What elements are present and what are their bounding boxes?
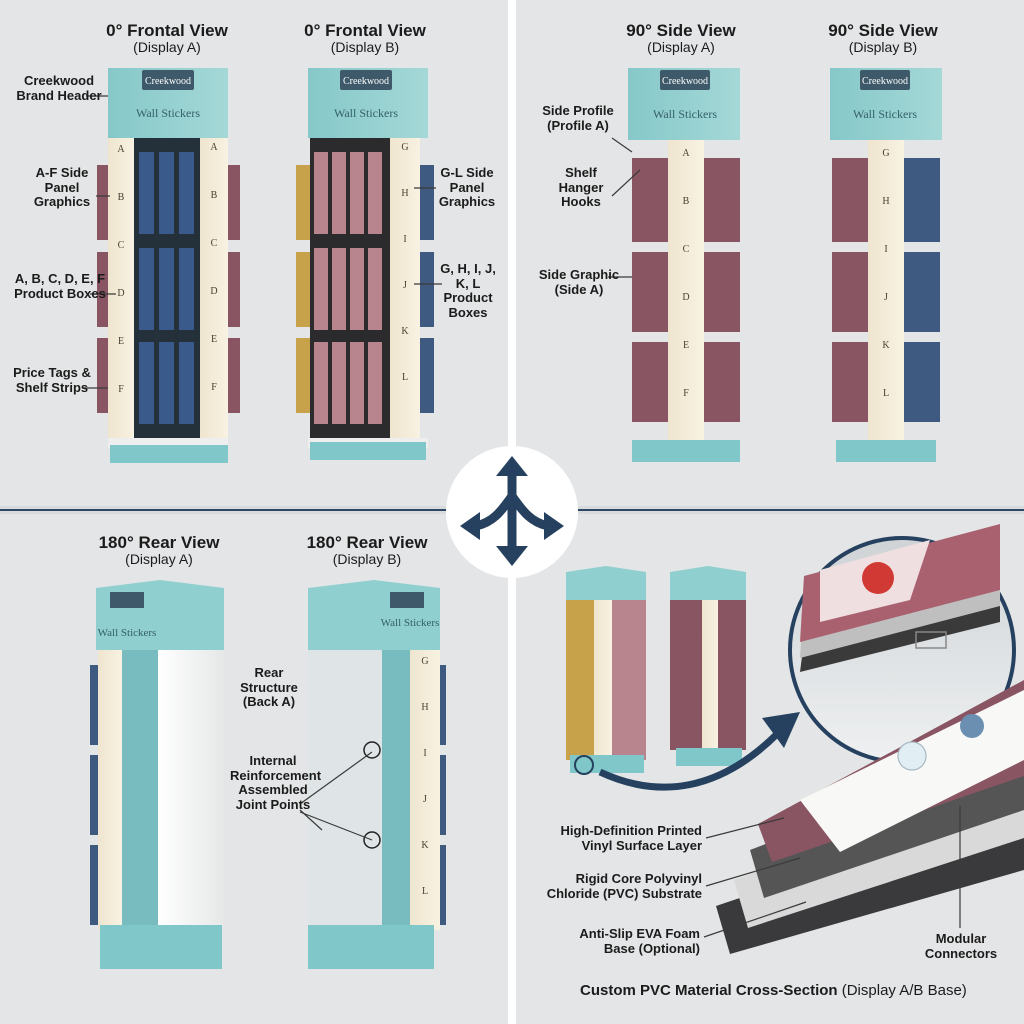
side-a-letter: E [683, 340, 689, 351]
label-connectors: Modular Connectors [924, 931, 998, 961]
title-frontal-b: 0° Frontal View(Display B) [304, 21, 426, 55]
label-pvc-core: Rigid Core Polyvinyl Chloride (PVC) Subs… [546, 871, 702, 901]
frontal-a-left-letter: A [117, 144, 125, 155]
side-b-letter: H [882, 196, 889, 207]
label-brand-header: Creekwood Brand Header [16, 73, 102, 103]
label-price-tags: Price Tags & Shelf Strips [13, 365, 91, 395]
material-layers [716, 680, 1024, 954]
side-b-letter: G [882, 148, 889, 159]
frontal-a-left-letter: B [118, 192, 125, 203]
frontal-b-right-letter: J [403, 280, 407, 291]
label-af-boxes: A, B, C, D, E, F Product Boxes [14, 271, 106, 301]
mini-display-a [566, 566, 646, 775]
mini-display-b [670, 566, 746, 766]
rear-b-letter: G [421, 656, 428, 667]
rear-b-letter: H [421, 702, 428, 713]
frontal-b-right-letter: K [401, 326, 409, 337]
frontal-a-right-letter: D [210, 286, 217, 297]
title-frontal-a: 0° Frontal View(Display A) [106, 21, 228, 55]
frontal-a-right-letter: E [211, 334, 217, 345]
side-a-letter: D [682, 292, 689, 303]
zoom-arrow [598, 732, 779, 791]
side-a-letter: C [683, 244, 690, 255]
svg-text:Wall Stickers: Wall Stickers [853, 107, 917, 121]
cross-section-caption: Custom PVC Material Cross-Section (Displ… [580, 982, 967, 999]
svg-text:Creekwood: Creekwood [343, 76, 389, 87]
rear-b-letter: L [422, 886, 428, 897]
label-hanger-hooks: Shelf Hanger Hooks [558, 165, 604, 210]
side-b-letter: I [884, 244, 887, 255]
title-side-a: 90° Side View(Display A) [626, 21, 736, 55]
frontal-a-right-letter: B [211, 190, 218, 201]
side-b-letter: K [882, 340, 890, 351]
svg-text:Creekwood: Creekwood [662, 76, 708, 87]
frontal-b-right-letter: L [402, 372, 408, 383]
side-a-letter: B [683, 196, 690, 207]
svg-text:Wall Stickers: Wall Stickers [381, 617, 440, 629]
side-b-letter: L [883, 388, 889, 399]
rear-b-letter: K [421, 840, 429, 851]
label-side-profile: Side Profile (Profile A) [542, 103, 614, 133]
label-af-panel: A-F Side Panel Graphics [33, 165, 91, 210]
display-frontal-b: Creekwood Wall Stickers [296, 68, 434, 460]
display-side-b: Creekwood Wall Stickers [830, 68, 942, 462]
frontal-a-left-letter: D [117, 288, 124, 299]
frontal-a-left-letter: E [118, 336, 124, 347]
title-rear-b: 180° Rear View(Display B) [306, 533, 428, 567]
frontal-a-right-letter: A [210, 142, 218, 153]
svg-text:Wall Stickers: Wall Stickers [98, 627, 157, 639]
display-frontal-a: Creekwood Wall Stickers [97, 68, 240, 463]
rear-b-letter: I [423, 748, 426, 759]
brand-logo: Creekwood [145, 76, 191, 87]
label-side-graphic: Side Graphic (Side A) [538, 267, 620, 297]
side-b-letter: J [884, 292, 888, 303]
frontal-a-left-letter: F [118, 384, 124, 395]
display-side-a: Creekwood Wall Stickers [628, 68, 740, 462]
rear-b-letter: J [423, 794, 427, 805]
svg-text:Wall Stickers: Wall Stickers [334, 106, 398, 120]
display-rear-a: Wall Stickers [90, 580, 224, 969]
side-a-letter: A [682, 148, 690, 159]
frontal-a-right-letter: F [211, 382, 217, 393]
label-reinforcement: Internal Reinforcement Assembled Joint P… [230, 753, 322, 812]
title-side-b: 90° Side View(Display B) [828, 21, 938, 55]
product-boxes-a [139, 152, 194, 424]
leader-lines [82, 95, 961, 938]
display-rear-b: Wall Stickers [308, 580, 446, 969]
title-rear-a: 180° Rear View(Display A) [98, 533, 220, 567]
magnified-detail [788, 524, 1016, 764]
product-title: Wall Stickers [136, 106, 200, 120]
svg-text:Creekwood: Creekwood [862, 76, 908, 87]
label-gl-boxes: G, H, I, J, K, L Product Boxes [440, 261, 496, 320]
frontal-a-right-letter: C [211, 238, 218, 249]
side-a-letter: F [683, 388, 689, 399]
label-gl-panel: G-L Side Panel Graphics [438, 165, 496, 210]
svg-text:Wall Stickers: Wall Stickers [653, 107, 717, 121]
frontal-b-right-letter: I [403, 234, 406, 245]
frontal-b-right-letter: G [401, 142, 408, 153]
frontal-a-left-letter: C [118, 240, 125, 251]
label-vinyl-layer: High-Definition Printed Vinyl Surface La… [560, 823, 702, 853]
label-rear-structure: Rear Structure (Back A) [240, 665, 298, 710]
label-eva-base: Anti-Slip EVA Foam Base (Optional) [579, 926, 700, 956]
product-boxes-b [314, 152, 382, 424]
frontal-b-right-letter: H [401, 188, 408, 199]
